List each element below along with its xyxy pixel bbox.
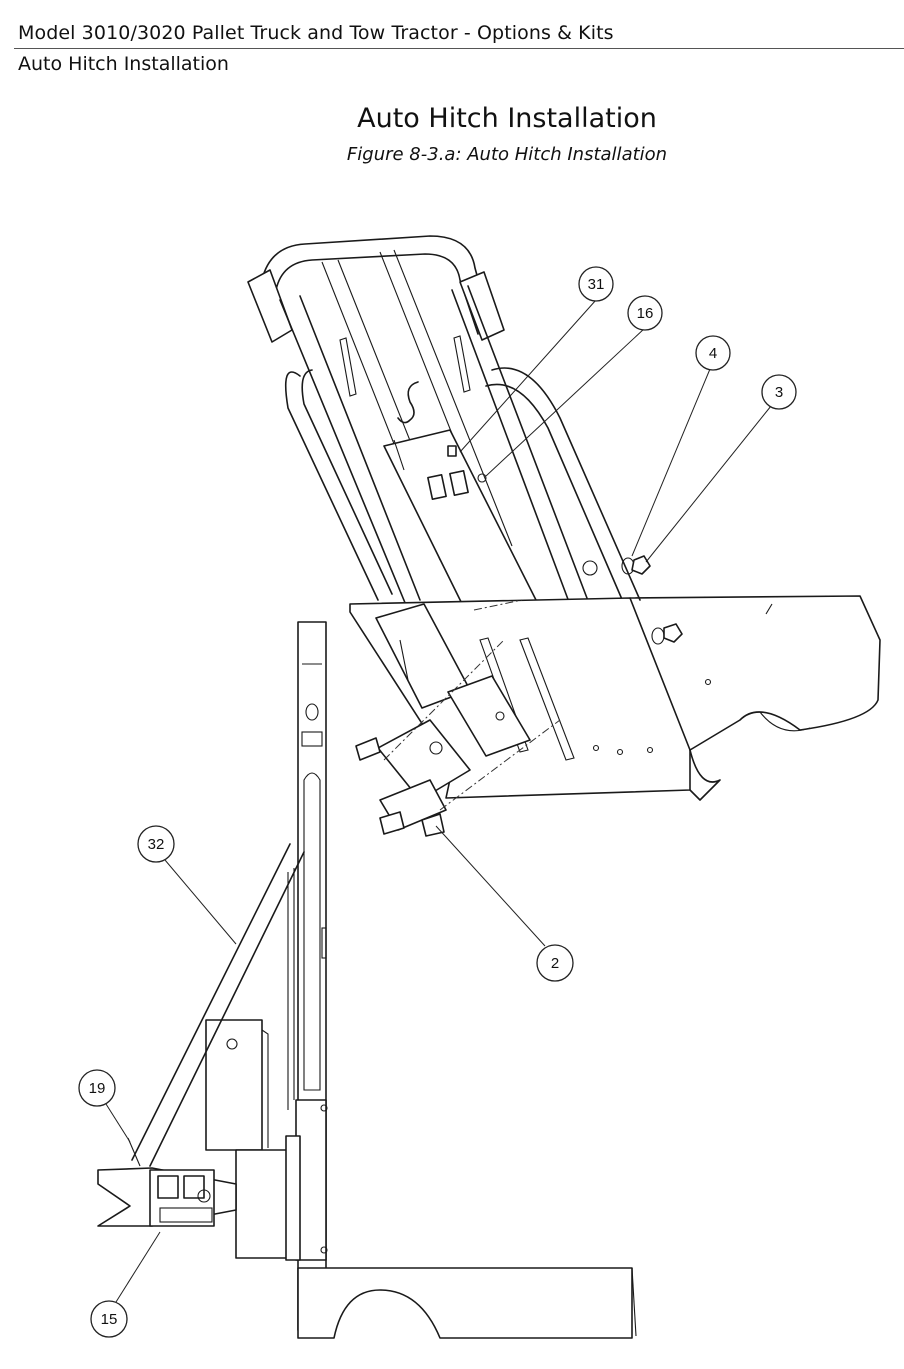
lower-hitch-assembly bbox=[97, 621, 637, 1339]
section-name: Auto Hitch Installation bbox=[18, 53, 229, 75]
callout-label-31: 31 bbox=[588, 276, 605, 293]
callout-32: 32 bbox=[137, 825, 175, 863]
callout-4: 4 bbox=[695, 335, 731, 371]
mast-frame bbox=[247, 235, 881, 837]
callout-label-15: 15 bbox=[101, 1311, 118, 1328]
callout-19: 19 bbox=[78, 1069, 116, 1107]
callout-label-32: 32 bbox=[148, 836, 165, 853]
callout-label-3: 3 bbox=[775, 384, 783, 401]
callout-label-2: 2 bbox=[551, 955, 559, 972]
document-title: Model 3010/3020 Pallet Truck and Tow Tra… bbox=[18, 22, 614, 44]
callout-3: 3 bbox=[761, 374, 797, 410]
page-title: Auto Hitch Installation bbox=[357, 103, 657, 134]
callout-label-19: 19 bbox=[89, 1080, 106, 1097]
figure-caption: Figure 8-3.a: Auto Hitch Installation bbox=[346, 144, 668, 165]
callout-31: 31 bbox=[578, 266, 614, 302]
callout-label-16: 16 bbox=[637, 305, 654, 322]
callout-2: 2 bbox=[536, 944, 574, 982]
callout-15: 15 bbox=[90, 1300, 128, 1338]
callout-label-4: 4 bbox=[709, 345, 717, 362]
callout-16: 16 bbox=[627, 295, 663, 331]
header-rule bbox=[14, 48, 904, 49]
